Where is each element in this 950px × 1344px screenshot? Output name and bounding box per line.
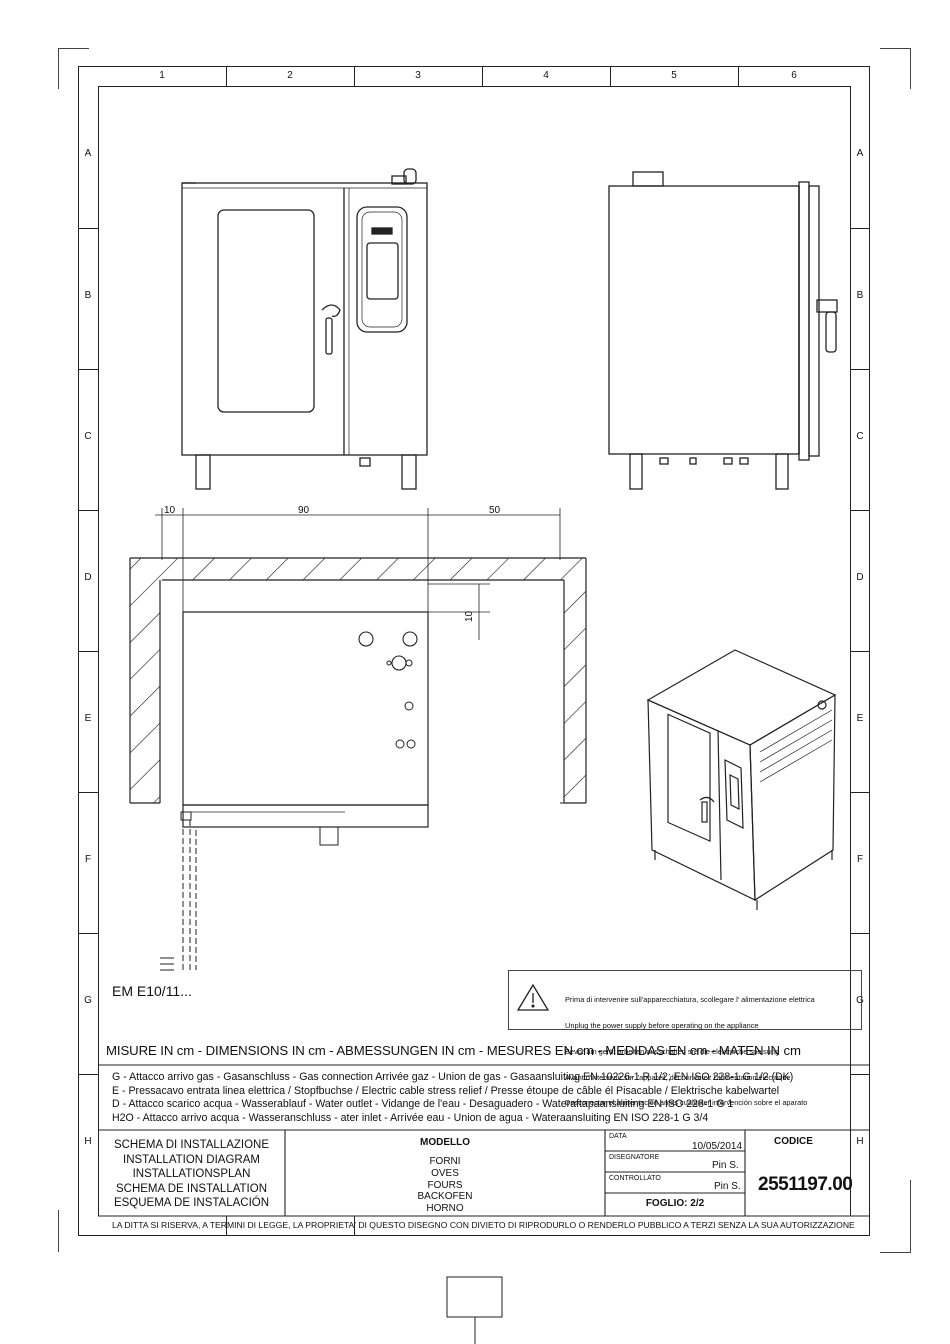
title-line: INSTALLATIONSPLAN xyxy=(132,1168,251,1181)
checked-value: Pin S. xyxy=(714,1181,741,1192)
row-label-f: F xyxy=(84,854,92,865)
title-line: SCHEMA DE INSTALLATION xyxy=(115,1182,268,1195)
measures-note: MISURE IN cm - DIMENSIONS IN cm - ABMESS… xyxy=(106,1043,801,1058)
col-sep xyxy=(610,66,611,86)
model-list: FORNI OVES FOURS BACKOFEN HORNO xyxy=(285,1156,605,1215)
row-label-d: D xyxy=(856,572,864,583)
corner-mark-bottom-left xyxy=(58,1210,89,1252)
dimension-left-gap: 10 xyxy=(164,505,176,516)
col-sep xyxy=(354,1216,355,1236)
column-label-2: 2 xyxy=(287,70,293,81)
designer-label: DISEGNATORE xyxy=(609,1154,660,1161)
row-label-d: D xyxy=(84,572,92,583)
row-label-e: E xyxy=(84,713,92,724)
warning-line: Desconectar el alimentación antes cualqu… xyxy=(565,1098,808,1108)
column-label-1: 1 xyxy=(159,70,165,81)
col-sep xyxy=(226,1216,227,1236)
legend-line: G - Attacco arrivo gas - Gasanschluss - … xyxy=(112,1071,794,1083)
row-label-c: C xyxy=(84,431,92,442)
row-label-e: E xyxy=(856,713,864,724)
model-line: HORNO xyxy=(426,1203,464,1215)
code-label: CODICE xyxy=(774,1136,813,1147)
model-heading: MODELLO xyxy=(420,1137,470,1148)
code-value: 2551197.00 xyxy=(758,1174,853,1195)
model-line: FORNI xyxy=(429,1156,461,1167)
sheet-number: FOGLIO: 2/2 xyxy=(645,1198,705,1209)
row-label-b: B xyxy=(84,290,92,301)
title-line: INSTALLATION DIAGRAM xyxy=(123,1153,260,1166)
row-label-b: B xyxy=(856,290,864,301)
corner-mark-top-left xyxy=(58,48,89,89)
title-line: ESQUEMA DE INSTALACIÓN xyxy=(113,1197,270,1210)
dimension-width: 90 xyxy=(298,505,310,516)
row-label-h: H xyxy=(856,1136,864,1147)
date-label: DATA xyxy=(609,1133,627,1140)
connection-legend: G - Attacco arrivo gas - Gasanschluss - … xyxy=(112,1071,793,1125)
designer-value: Pin S. xyxy=(712,1160,739,1171)
row-label-g: G xyxy=(856,995,864,1006)
legend-line: E - Pressacavo entrata linea elettrica /… xyxy=(112,1084,780,1097)
oven-front-view xyxy=(181,168,428,490)
col-sep xyxy=(738,66,739,86)
oven-plan-view xyxy=(129,508,587,971)
row-label-f: F xyxy=(856,854,864,865)
legend-line: H2O - Attacco arrivo acqua - Wasseransch… xyxy=(112,1111,709,1124)
warning-line: Avant d'intervenir sur l'appareil, décon… xyxy=(565,1072,791,1082)
model-line: OVES xyxy=(431,1167,459,1179)
title-block-title: SCHEMA DI INSTALLAZIONE INSTALLATION DIA… xyxy=(98,1138,285,1211)
legend-line: D - Attacco scarico acqua - Wasserablauf… xyxy=(112,1098,734,1111)
oven-side-view xyxy=(608,171,838,490)
row-label-c: C xyxy=(856,431,864,442)
title-line: SCHEMA DI INSTALLAZIONE xyxy=(113,1139,270,1151)
col-sep xyxy=(226,66,227,86)
column-label-3: 3 xyxy=(415,70,421,81)
checked-label: CONTROLLATO xyxy=(609,1175,661,1182)
column-label-5: 5 xyxy=(671,70,677,81)
copyright-footer: LA DITTA SI RISERVA, A TERMINI DI LEGGE,… xyxy=(112,1220,855,1230)
col-sep xyxy=(354,66,355,86)
model-label: EM E10/11... xyxy=(112,983,192,999)
row-label-a: A xyxy=(84,148,92,159)
column-label-6: 6 xyxy=(791,70,797,81)
inner-frame-left xyxy=(98,86,99,1216)
corner-mark-bottom-right xyxy=(880,1180,911,1253)
warning-box xyxy=(508,970,862,1030)
model-line: BACKOFEN xyxy=(417,1191,473,1203)
warning-line: Bevor am gerät arbeiten ausschalten srè … xyxy=(565,1046,780,1056)
warning-line: Unplug the power supply before operating… xyxy=(565,1020,759,1030)
warning-icon xyxy=(516,983,550,1011)
row-label-g: G xyxy=(84,995,92,1006)
inner-frame-top xyxy=(98,86,850,87)
corner-mark-top-right xyxy=(880,48,911,89)
col-sep xyxy=(482,66,483,86)
page-number-box xyxy=(446,1276,503,1344)
dimension-top-gap: 10 xyxy=(464,610,475,622)
warning-line: Prima di intervenire sull'apparecchiatur… xyxy=(565,995,815,1005)
row-label-h: H xyxy=(84,1136,92,1147)
warning-text: Prima di intervenire sull'apparecchiatur… xyxy=(565,979,815,1117)
model-line: FOURS xyxy=(427,1179,463,1191)
date-value: 10/05/2014 xyxy=(692,1141,743,1152)
row-label-a: A xyxy=(856,148,864,159)
column-label-4: 4 xyxy=(543,70,549,81)
oven-isometric-view xyxy=(646,649,837,910)
dimension-right-gap: 50 xyxy=(489,505,501,516)
